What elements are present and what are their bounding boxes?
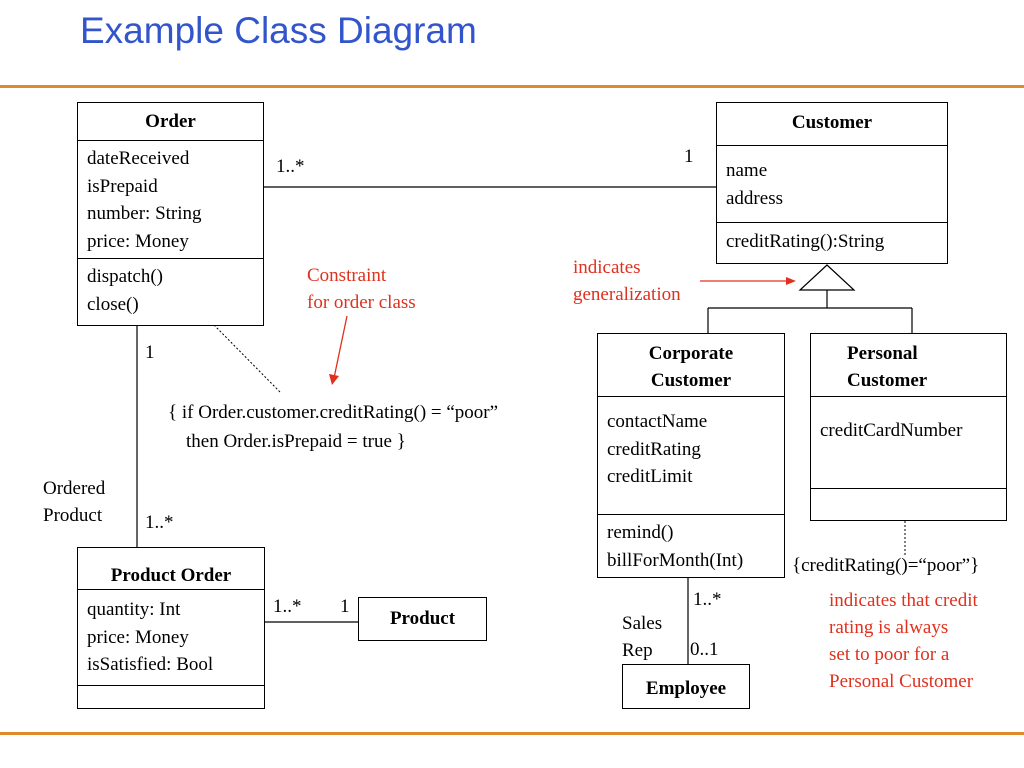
role-label-line: Sales <box>622 613 663 634</box>
credit-note: indicates that credit rating is always s… <box>829 587 978 695</box>
corporate-customer-class-name: Corporate Customer <box>598 334 784 396</box>
product-order-attribute: price: Money <box>87 626 189 648</box>
note-line: generalization <box>573 284 681 305</box>
employee-class[interactable]: Employee <box>622 664 750 709</box>
order-attribute: isPrepaid <box>87 175 158 197</box>
corporate-customer-operation: remind() <box>607 522 674 543</box>
product-class[interactable]: Product <box>358 597 487 641</box>
multiplicity-label: 1..* <box>693 589 722 610</box>
constraint-note: Constraint for order class <box>307 262 416 316</box>
customer-attribute: name <box>726 160 768 181</box>
corporate-customer-operations: remind() billForMonth(Int) <box>598 514 784 574</box>
corporate-customer-attribute: creditRating <box>607 438 701 460</box>
personal-customer-attribute: creditCardNumber <box>820 420 963 441</box>
role-ordered-product: Ordered Product <box>43 475 105 529</box>
product-order-attributes: quantity: Int price: Money isSatisfied: … <box>78 589 264 685</box>
note-line: Constraint <box>307 265 387 286</box>
generalization-triangle <box>798 264 856 291</box>
personal-customer-class-name: Personal Customer <box>811 334 1006 396</box>
order-attribute: number: String <box>87 203 202 224</box>
order-class-name: Order <box>145 111 196 132</box>
multiplicity-label: 1 <box>684 146 694 167</box>
product-order-class[interactable]: Product Order quantity: Int price: Money… <box>77 547 265 709</box>
personal-customer-attributes: creditCardNumber <box>811 396 1006 488</box>
top-divider <box>0 85 1024 88</box>
note-line: indicates that credit <box>829 590 978 611</box>
multiplicity-label: 1..* <box>276 156 305 177</box>
multiplicity-label: 1 <box>340 596 350 617</box>
personal-constraint: {creditRating()=“poor”} <box>792 555 980 576</box>
order-operation: dispatch() <box>87 266 163 287</box>
constraint-line: { if Order.customer.creditRating() = “po… <box>168 402 499 423</box>
corporate-customer-attribute: contactName <box>607 411 708 432</box>
generalization-note: indicates generalization <box>573 254 681 308</box>
order-constraint: { if Order.customer.creditRating() = “po… <box>168 398 498 456</box>
corporate-customer-class[interactable]: Corporate Customer contactName creditRat… <box>597 333 785 578</box>
product-order-operations <box>78 685 264 708</box>
note-line: set to poor for a <box>829 644 950 665</box>
note-line: for order class <box>307 292 416 313</box>
page-title: Example Class Diagram <box>80 10 477 51</box>
product-order-attribute: quantity: Int <box>87 599 181 620</box>
customer-class[interactable]: Customer name address creditRating():Str… <box>716 102 948 264</box>
bottom-divider <box>0 732 1024 735</box>
order-attribute: dateReceived <box>87 148 190 169</box>
multiplicity-label: 1..* <box>145 512 174 533</box>
personal-customer-name-line: Customer <box>847 370 928 391</box>
generalization-arrowhead <box>786 277 796 285</box>
product-order-class-name: Product Order <box>110 565 232 586</box>
product-order-attribute: isSatisfied: Bool <box>87 654 214 675</box>
customer-class-name: Customer <box>791 112 873 133</box>
order-class[interactable]: Order dateReceived isPrepaid number: Str… <box>77 102 264 326</box>
corporate-customer-attribute: creditLimit <box>607 466 693 487</box>
customer-operation: creditRating():String <box>726 231 885 252</box>
constraint-arrowhead <box>329 374 339 385</box>
note-line: Personal Customer <box>829 671 974 692</box>
multiplicity-label: 1..* <box>273 596 302 617</box>
order-attribute: price: Money <box>87 230 189 252</box>
corporate-customer-name-line: Corporate <box>648 343 734 364</box>
personal-customer-operations <box>811 488 1006 520</box>
role-label-line: Ordered <box>43 478 106 499</box>
role-sales-rep: Sales Rep <box>622 610 662 664</box>
role-label-line: Product <box>43 505 103 526</box>
order-constraint-link <box>213 324 281 393</box>
employee-class-name: Employee <box>645 678 727 699</box>
note-line: indicates <box>573 257 641 278</box>
customer-attributes: name address <box>717 145 947 222</box>
customer-attribute: address <box>726 187 783 209</box>
multiplicity-label: 0..1 <box>690 639 719 660</box>
order-attributes: dateReceived isPrepaid number: String pr… <box>78 140 263 258</box>
corporate-customer-operation: billForMonth(Int) <box>607 549 744 571</box>
personal-customer-class[interactable]: Personal Customer creditCardNumber <box>810 333 1007 521</box>
customer-operations: creditRating():String <box>717 222 947 256</box>
order-operation: close() <box>87 293 139 315</box>
constraint-arrow <box>333 315 348 379</box>
multiplicity-label: 1 <box>145 342 155 363</box>
product-class-name: Product <box>389 608 456 629</box>
note-line: rating is always <box>829 617 949 638</box>
order-operations: dispatch() close() <box>78 258 263 318</box>
constraint-line: then Order.isPrepaid = true } <box>186 431 406 452</box>
role-label-line: Rep <box>622 640 653 661</box>
personal-customer-name-line: Personal <box>847 343 918 364</box>
corporate-customer-name-line: Customer <box>650 370 732 391</box>
corporate-customer-attributes: contactName creditRating creditLimit <box>598 396 784 514</box>
